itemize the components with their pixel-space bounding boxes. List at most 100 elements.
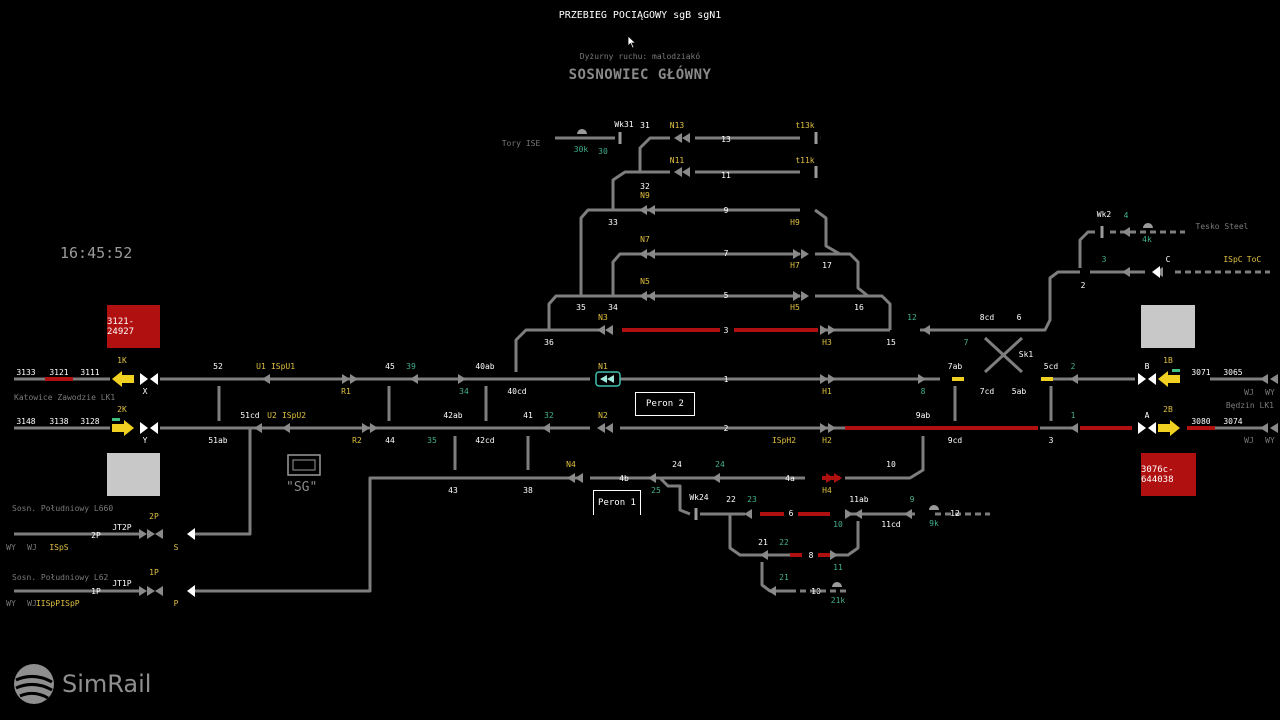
track-label: 9k: [929, 519, 939, 528]
track-label: 1: [724, 375, 729, 384]
track-label: 9: [724, 206, 729, 215]
track-label: ISpH2: [772, 436, 796, 445]
track-label: t11k: [795, 156, 814, 165]
track-label: B: [1145, 362, 1150, 371]
track-label: 34: [459, 387, 469, 396]
track-label: WJ: [1244, 436, 1254, 445]
track-label: 11cd: [881, 520, 900, 529]
track-label: S: [174, 543, 179, 552]
track-label: C: [1166, 255, 1171, 264]
track-label: N1: [598, 362, 608, 371]
track-label: 21k: [831, 596, 846, 605]
track-label: 8: [809, 551, 814, 560]
track-label: H5: [790, 303, 800, 312]
track-label: 3: [1049, 436, 1054, 445]
simrail-logo-text: SimRail: [62, 670, 152, 698]
track-label: N4: [566, 460, 576, 469]
track-label: WY: [1265, 436, 1275, 445]
track-label: ISpU2: [282, 411, 306, 420]
track-label: 3: [724, 326, 729, 335]
track-label: Sosn. Południowy L660: [12, 504, 113, 513]
track-label: N9: [640, 191, 650, 200]
track-label: 2: [1071, 362, 1076, 371]
track-label: 51ab: [208, 436, 227, 445]
track-label: 2P: [149, 512, 159, 521]
track-label: 3148: [16, 417, 35, 426]
track-label: 52: [213, 362, 223, 371]
track-label: 3133: [16, 368, 35, 377]
track-label: Tesko Steel: [1196, 222, 1249, 231]
track-label: 2P: [91, 531, 101, 540]
selected-signal-n1[interactable]: [595, 371, 621, 387]
sg-symbol-icon: [287, 454, 321, 476]
track-label: N5: [640, 277, 650, 286]
track-label: 7ab: [948, 362, 963, 371]
track-label: 5cd: [1044, 362, 1059, 371]
track-label: 13: [721, 135, 731, 144]
track-label: U1: [256, 362, 266, 371]
track-label: WY: [1265, 388, 1275, 397]
track-label: 42ab: [443, 411, 462, 420]
track-label: 1P: [91, 587, 101, 596]
track-label: 3065: [1223, 368, 1242, 377]
track-label: 2: [724, 424, 729, 433]
train-box-east[interactable]: 3076c-644038: [1141, 453, 1196, 496]
active-route: [45, 328, 1215, 557]
yellow-arrows: [112, 371, 1180, 436]
track-label: 30k: [574, 145, 589, 154]
green-markers: [112, 369, 1180, 421]
empty-box-west: [107, 453, 160, 496]
route-title: PRZEBIEG POCIĄGOWY sgB sgN1: [558, 10, 722, 21]
dashed-tracks: [790, 230, 1270, 593]
track-label: 11: [721, 171, 731, 180]
track-label: 38: [523, 486, 533, 495]
track-label: 32: [640, 182, 650, 191]
track-label: 10: [833, 520, 843, 529]
track-label: WJ: [1244, 388, 1254, 397]
track-label: N7: [640, 235, 650, 244]
track-label: 3071: [1191, 368, 1210, 377]
track-label: 10: [811, 587, 821, 596]
track-label: 4a: [785, 474, 795, 483]
track-label: 1K: [117, 356, 127, 365]
track-label: 12: [950, 509, 960, 518]
track-label: H9: [790, 218, 800, 227]
platform-1: Peron 1: [593, 490, 641, 515]
track-label: 33: [608, 218, 618, 227]
track-label: 40cd: [507, 387, 526, 396]
clock: 16:45:52: [60, 244, 133, 262]
track-label: 1B: [1163, 356, 1173, 365]
track-label: ToC: [1247, 255, 1262, 264]
track-label: 8cd: [980, 313, 995, 322]
track-label: Wk2: [1097, 210, 1112, 219]
track-label: 11: [833, 563, 843, 572]
track-label: N11: [670, 156, 685, 165]
track-label: 45: [385, 362, 395, 371]
track-label: 7: [724, 249, 729, 258]
track-label: 1P: [149, 568, 159, 577]
train-box-west[interactable]: 3121-24927: [107, 305, 160, 348]
track-label: 8: [921, 387, 926, 396]
track-label: 15: [886, 338, 896, 347]
track-label: 35: [576, 303, 586, 312]
mouse-cursor-icon: [627, 35, 637, 49]
track-label: 9cd: [948, 436, 963, 445]
track-label: P: [174, 599, 179, 608]
track-label: 3128: [80, 417, 99, 426]
track-label: 7: [964, 338, 969, 347]
track-label: Y: [143, 436, 148, 445]
track-label: 16: [854, 303, 864, 312]
track-label: 31: [640, 121, 650, 130]
track-label: N13: [670, 121, 685, 130]
track-label: 6: [1017, 313, 1022, 322]
track-label: 5ab: [1012, 387, 1027, 396]
track-label: 9ab: [916, 411, 931, 420]
track-label: 30: [598, 147, 608, 156]
track-label: R2: [352, 436, 362, 445]
track-label: 9: [910, 495, 915, 504]
track-label: 24: [715, 460, 725, 469]
signals[interactable]: [139, 133, 1278, 597]
track-label: H2: [822, 436, 832, 445]
track-label: 21: [779, 573, 789, 582]
